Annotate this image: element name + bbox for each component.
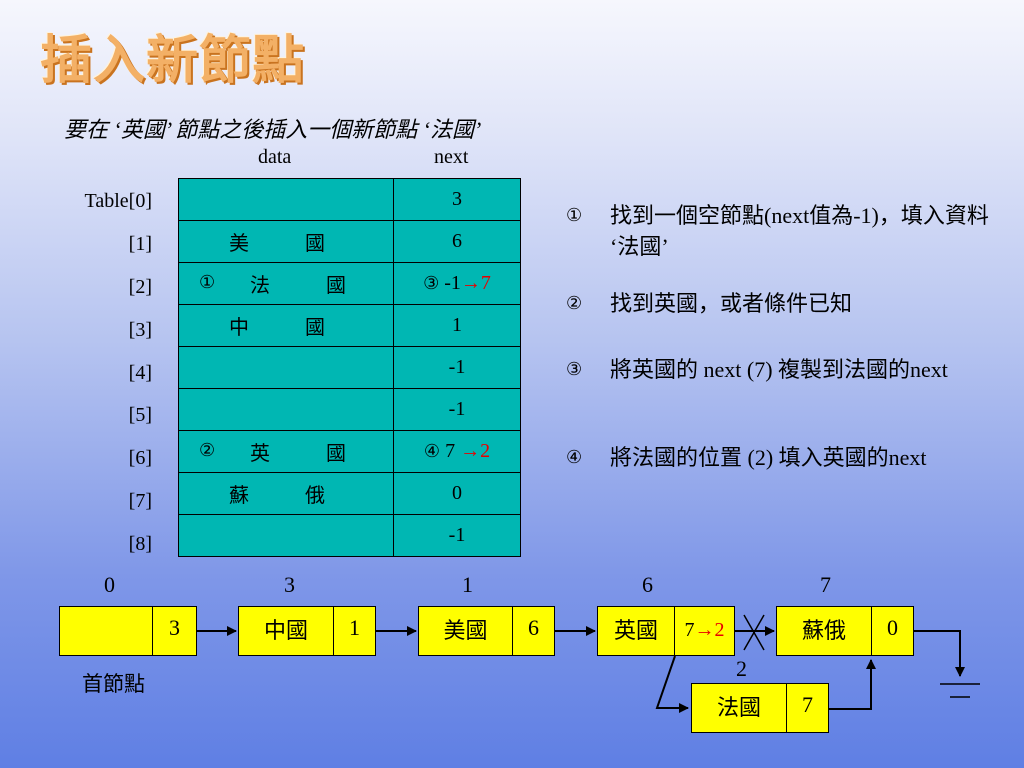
node-next: 1 bbox=[349, 615, 360, 640]
list-node-new: 法國 7 bbox=[691, 683, 829, 733]
row-label: Table[0] bbox=[84, 190, 152, 212]
step-marker: ④ bbox=[423, 441, 441, 461]
node-index: 7 bbox=[820, 572, 831, 597]
node-index: 6 bbox=[642, 572, 653, 597]
data-cell: 美 國 bbox=[178, 220, 394, 263]
node-next: 0 bbox=[887, 615, 898, 640]
node-data: 蘇俄 bbox=[777, 607, 872, 655]
next-cell: -1 bbox=[393, 514, 521, 557]
node-data: 英國 bbox=[598, 607, 675, 655]
list-node: 蘇俄 0 bbox=[776, 606, 914, 656]
note-step-1: ① 找到一個空節點(next值為-1)，填入資料 ‘法國’ bbox=[566, 200, 989, 264]
step-marker: ① bbox=[566, 205, 583, 225]
page-title: 插入新節點 bbox=[40, 31, 306, 91]
table-row: -1 bbox=[178, 388, 521, 431]
table-row: -1 bbox=[178, 346, 521, 389]
data-text: 英 國 bbox=[250, 443, 364, 465]
list-node: 美國 6 bbox=[418, 606, 555, 656]
row-label: [7] bbox=[128, 490, 152, 512]
node-next: 6 bbox=[528, 615, 539, 640]
row-label: [4] bbox=[128, 362, 152, 384]
row-label: [2] bbox=[128, 276, 152, 298]
node-index: 3 bbox=[284, 572, 295, 597]
arrow-russia-to-null bbox=[914, 630, 965, 677]
node-index: 1 bbox=[462, 572, 473, 597]
node-next: 3 bbox=[169, 615, 180, 640]
note-step-3: ③ 將英國的 next (7) 複製到法國的next bbox=[566, 354, 986, 418]
note-text: 將法國的位置 (2) 填入英國的next bbox=[610, 445, 927, 470]
note-step-2: ② 找到英國，或者條件已知 bbox=[566, 288, 986, 320]
data-text: 蘇 俄 bbox=[229, 485, 343, 507]
data-cell: ① 法 國 bbox=[178, 262, 394, 305]
head-node-label: 首節點 bbox=[82, 672, 145, 696]
next-old: 7 bbox=[684, 619, 695, 641]
cut-mark bbox=[743, 614, 765, 651]
row-label: [5] bbox=[128, 404, 152, 426]
row-label: [1] bbox=[128, 233, 152, 255]
note-text: 將英國的 next (7) 複製到法國的next bbox=[610, 357, 948, 382]
step-marker: ② bbox=[199, 440, 216, 460]
row-label: [8] bbox=[128, 533, 152, 555]
table-row: 3 bbox=[178, 178, 521, 221]
next-new: →2 bbox=[460, 440, 491, 462]
next-cell: ④ 7 →2 bbox=[393, 430, 521, 473]
table-row: 蘇 俄 0 bbox=[178, 472, 521, 515]
next-new: →7 bbox=[460, 272, 491, 294]
data-text: 美 國 bbox=[229, 233, 343, 255]
node-index: 0 bbox=[104, 572, 115, 597]
col-header-data: data bbox=[258, 146, 292, 168]
next-cell: 6 bbox=[393, 220, 521, 263]
note-text: 找到英國，或者條件已知 bbox=[610, 291, 853, 316]
note-text: 找到一個空節點(next值為-1)，填入資料 ‘法國’ bbox=[610, 203, 989, 259]
next-cell: 0 bbox=[393, 472, 521, 515]
list-node: 中國 1 bbox=[238, 606, 376, 656]
next-cell: -1 bbox=[393, 388, 521, 431]
next-old: 7 bbox=[445, 440, 456, 462]
node-next: 7→2 bbox=[675, 607, 734, 655]
data-cell bbox=[178, 388, 394, 431]
row-label: [6] bbox=[128, 447, 152, 469]
data-text: 中 國 bbox=[229, 317, 343, 339]
next-new: →2 bbox=[694, 619, 725, 641]
step-marker: ① bbox=[199, 272, 216, 292]
table-row: 中 國 1 bbox=[178, 304, 521, 347]
node-data: 中國 bbox=[239, 607, 334, 655]
data-text: 法 國 bbox=[250, 275, 364, 297]
next-cell: ③ -1→7 bbox=[393, 262, 521, 305]
step-marker: ② bbox=[566, 293, 583, 313]
next-cell: -1 bbox=[393, 346, 521, 389]
row-label: [3] bbox=[128, 319, 152, 341]
node-data: 美國 bbox=[419, 607, 513, 655]
new-node-index: 2 bbox=[736, 656, 747, 681]
data-cell bbox=[178, 178, 394, 221]
step-marker: ③ bbox=[423, 273, 440, 293]
node-data: 法國 bbox=[692, 684, 787, 732]
step-marker: ③ bbox=[566, 359, 583, 379]
data-cell bbox=[178, 346, 394, 389]
table-row: -1 bbox=[178, 514, 521, 557]
next-cell: 1 bbox=[393, 304, 521, 347]
step-marker: ④ bbox=[566, 447, 583, 467]
node-data bbox=[60, 607, 153, 655]
list-node: 英國 7→2 bbox=[597, 606, 735, 656]
col-header-next: next bbox=[434, 146, 469, 168]
list-node-head: 3 bbox=[59, 606, 197, 656]
arrow-uk-to-france bbox=[655, 655, 689, 713]
note-step-4: ④ 將法國的位置 (2) 填入英國的next bbox=[566, 442, 986, 506]
table-row: ② 英 國 ④ 7 →2 bbox=[178, 430, 521, 473]
arrow-france-to-russia bbox=[829, 659, 876, 710]
node-next: 7 bbox=[802, 692, 813, 717]
node-table: 3 美 國 6 ① 法 國 ③ -1→7 中 國 1 -1 -1 ② 英 國 ④… bbox=[178, 178, 521, 557]
table-row: 美 國 6 bbox=[178, 220, 521, 263]
subtitle: 要在 ‘英國’ 節點之後插入一個新節點 ‘法國’ bbox=[64, 117, 482, 142]
next-old: -1 bbox=[444, 272, 461, 294]
data-cell bbox=[178, 514, 394, 557]
table-row: ① 法 國 ③ -1→7 bbox=[178, 262, 521, 305]
